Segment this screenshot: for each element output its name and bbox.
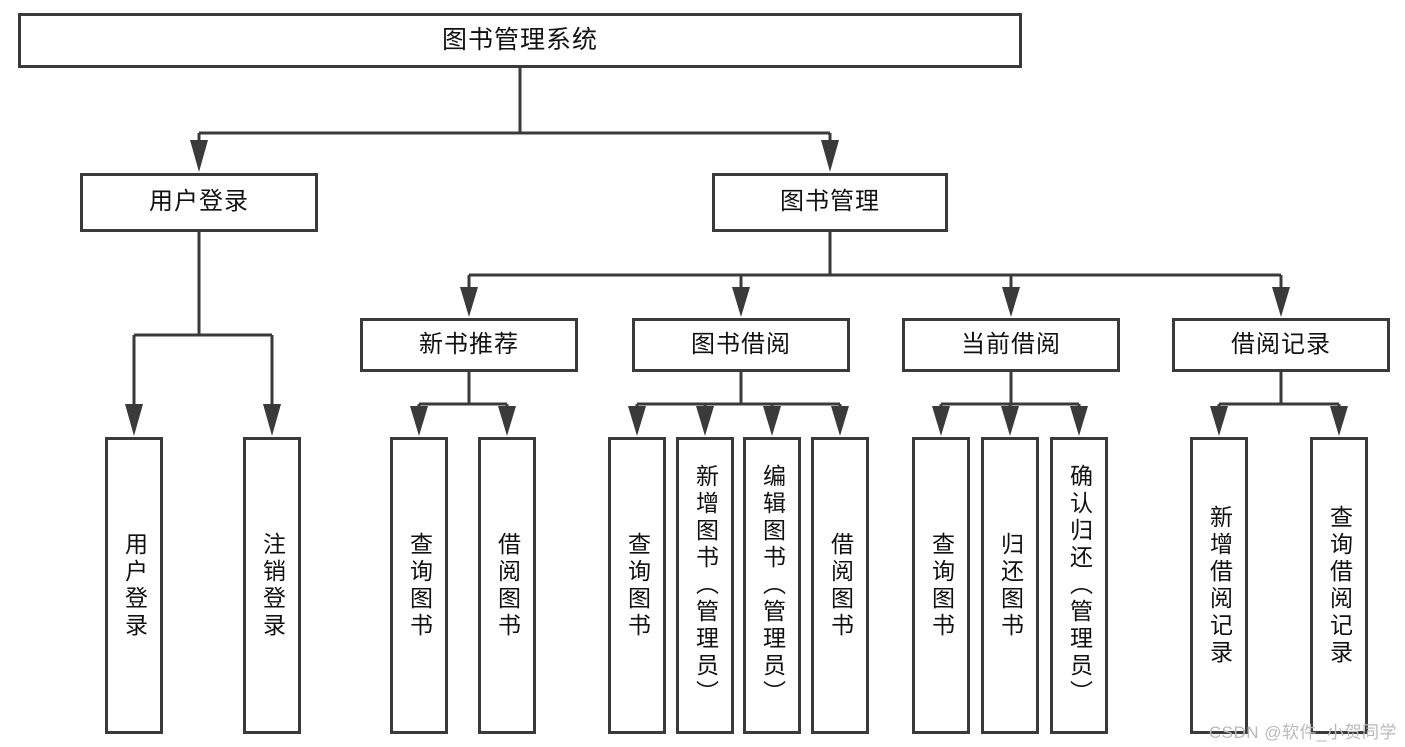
leaf-label: 归还图书 — [997, 531, 1024, 640]
leaf-label: 借阅图书 — [494, 531, 521, 640]
leaf-label: 新增图书（管理员） — [692, 464, 719, 707]
node-user-login[interactable]: 用户登录 — [80, 173, 318, 232]
leaf-label: 用户登录 — [121, 531, 148, 640]
leaf-node-add-book-admin[interactable]: 新增图书（管理员） — [676, 437, 734, 734]
leaf-label: 注销登录 — [259, 531, 286, 640]
node-book-management[interactable]: 图书管理 — [712, 173, 948, 232]
leaf-label: 借阅图书 — [827, 531, 854, 640]
leaf-node-query-borrow-record[interactable]: 查询借阅记录 — [1310, 437, 1368, 734]
leaf-node-confirm-return-admin[interactable]: 确认归还（管理员） — [1050, 437, 1108, 734]
node-current-borrow[interactable]: 当前借阅 — [902, 318, 1120, 372]
leaf-label: 查询图书 — [406, 531, 433, 640]
leaf-label: 编辑图书（管理员） — [759, 464, 786, 707]
leaf-label: 确认归还（管理员） — [1066, 464, 1093, 707]
connector-userlogin-to-leaves — [125, 232, 281, 436]
leaf-label: 查询图书 — [928, 531, 955, 640]
leaf-label: 新增借阅记录 — [1206, 504, 1233, 667]
csdn-watermark: CSDN @软件_小贺同学 — [1208, 723, 1397, 742]
leaf-node-user-login[interactable]: 用户登录 — [105, 437, 163, 734]
leaf-node-edit-book-admin[interactable]: 编辑图书（管理员） — [743, 437, 801, 734]
node-new-book-recommend[interactable]: 新书推荐 — [360, 318, 578, 372]
node-borrow-record[interactable]: 借阅记录 — [1172, 318, 1390, 372]
leaf-node-query-book-current[interactable]: 查询图书 — [912, 437, 970, 734]
leaf-node-borrow-book-recommend[interactable]: 借阅图书 — [478, 437, 536, 734]
leaf-node-user-logout[interactable]: 注销登录 — [243, 437, 301, 734]
leaf-node-add-borrow-record[interactable]: 新增借阅记录 — [1190, 437, 1248, 734]
node-book-borrow[interactable]: 图书借阅 — [632, 318, 850, 372]
connector-root-to-level2 — [190, 68, 839, 172]
connector-bookborrow-to-leaves — [628, 372, 849, 436]
connector-newbook-to-leaves — [410, 372, 516, 436]
connector-borrowrecord-to-leaves — [1210, 372, 1348, 436]
leaf-node-borrow-book[interactable]: 借阅图书 — [811, 437, 869, 734]
connector-currentborrow-to-leaves — [932, 372, 1088, 436]
connector-bookmanage-to-level3 — [460, 232, 1290, 317]
leaf-node-return-book[interactable]: 归还图书 — [981, 437, 1039, 734]
leaf-label: 查询图书 — [624, 531, 651, 640]
leaf-node-query-book-borrow[interactable]: 查询图书 — [608, 437, 666, 734]
leaf-label: 查询借阅记录 — [1326, 504, 1353, 667]
leaf-node-query-book-recommend[interactable]: 查询图书 — [390, 437, 448, 734]
node-root-system[interactable]: 图书管理系统 — [18, 13, 1022, 68]
